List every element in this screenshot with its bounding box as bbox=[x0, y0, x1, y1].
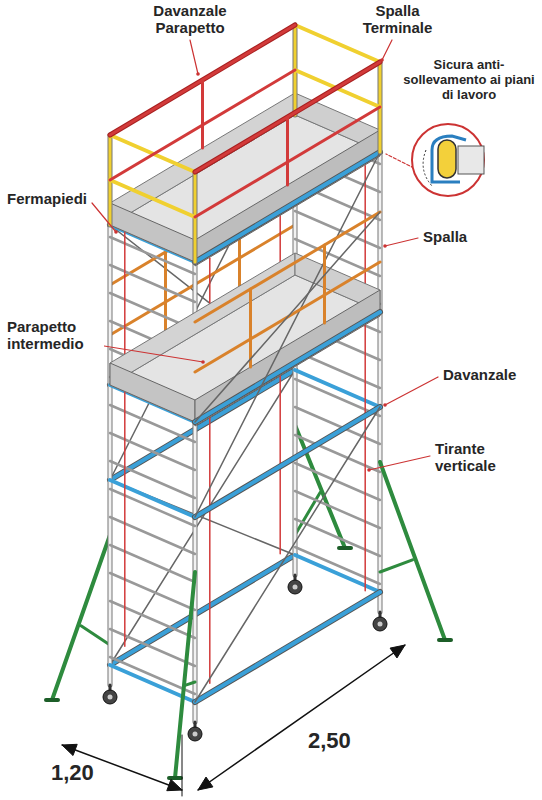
stabilizer-foot bbox=[339, 546, 351, 550]
part-label: Parapetto intermedio bbox=[4, 318, 104, 353]
davanzale-parapetto bbox=[110, 70, 295, 180]
leader-line bbox=[92, 203, 116, 232]
davanzale-rail bbox=[110, 555, 295, 665]
dimension-arrowhead bbox=[198, 777, 213, 790]
dimension-line bbox=[198, 645, 405, 790]
leader-line bbox=[98, 345, 203, 362]
stabilizer bbox=[185, 682, 195, 685]
intermediate-guardrail bbox=[323, 245, 326, 323]
leader-line bbox=[385, 377, 438, 405]
stabilizer bbox=[380, 560, 413, 572]
ladder-rung bbox=[110, 629, 195, 666]
leader-line bbox=[369, 456, 430, 470]
ladder-rung bbox=[110, 573, 195, 610]
ladder-rung bbox=[295, 547, 380, 584]
davanzale-parapetto bbox=[195, 107, 380, 217]
ladder-rung bbox=[110, 461, 195, 498]
callout-circle bbox=[412, 124, 484, 196]
ladder-rung bbox=[295, 211, 380, 248]
stabilizer bbox=[380, 462, 445, 640]
part-label: Spalla bbox=[420, 228, 470, 245]
diagonal-brace bbox=[195, 212, 380, 422]
davanzale-rail bbox=[295, 370, 380, 407]
wheel bbox=[188, 727, 202, 741]
leader-dot bbox=[383, 244, 387, 248]
leader-dot bbox=[380, 58, 384, 62]
ladder-rung bbox=[295, 463, 380, 500]
ladder-rung bbox=[110, 545, 195, 582]
wheel bbox=[288, 580, 302, 594]
part-label: Spalla Terminale bbox=[350, 2, 445, 37]
ladder-rung bbox=[295, 435, 380, 472]
wheel bbox=[103, 690, 117, 704]
detail-deck bbox=[458, 146, 484, 174]
diagonal-brace bbox=[195, 152, 380, 517]
leader-dot bbox=[201, 360, 205, 364]
detail-tube bbox=[438, 140, 456, 178]
stabilizer-foot bbox=[46, 698, 58, 702]
davanzale-rail bbox=[295, 555, 380, 592]
tirante-verticale bbox=[124, 221, 126, 646]
ladder-rung bbox=[110, 489, 195, 526]
stabilizer-foot bbox=[439, 638, 451, 642]
davanzale-rail bbox=[195, 592, 380, 702]
leader-dot bbox=[114, 230, 118, 234]
wheel-hub bbox=[108, 695, 113, 700]
part-label: 2,50 bbox=[305, 728, 354, 753]
dimension-extension bbox=[182, 735, 183, 796]
leader-line bbox=[190, 40, 198, 74]
part-label: Fermapiedi bbox=[4, 190, 90, 207]
ladder-rung bbox=[110, 265, 195, 302]
dimension-arrowhead bbox=[390, 645, 405, 658]
wheel-hub bbox=[193, 732, 198, 737]
davanzale-parapetto bbox=[286, 117, 289, 185]
part-label: Sicura anti-sollevamento ai piani di lav… bbox=[400, 58, 538, 103]
toeboard bbox=[110, 363, 195, 422]
leader-dot bbox=[196, 72, 200, 76]
davanzale-rail bbox=[195, 312, 380, 422]
leader-dot bbox=[367, 468, 371, 472]
dimension-arrowhead bbox=[167, 779, 182, 790]
wheel-hub bbox=[378, 622, 383, 627]
part-label: Davanzale bbox=[440, 366, 519, 383]
part-label: Tirante verticale bbox=[432, 440, 532, 475]
part-label: Davanzale Parapetto bbox=[140, 2, 240, 37]
spalla-terminale bbox=[110, 180, 195, 217]
detail-hook bbox=[432, 136, 466, 182]
part-label: 1,20 bbox=[48, 760, 97, 785]
diagonal-brace bbox=[110, 480, 295, 555]
stabilizer bbox=[175, 572, 195, 778]
ladder-rung bbox=[110, 517, 195, 554]
leader-line bbox=[385, 238, 418, 246]
ladder-rung bbox=[295, 519, 380, 556]
davanzale-rail bbox=[110, 555, 295, 665]
toeboard bbox=[195, 290, 380, 426]
stabilizer bbox=[52, 535, 110, 700]
leader-dot bbox=[383, 403, 387, 407]
davanzale-rail bbox=[195, 592, 380, 702]
intermediate-guardrail bbox=[249, 289, 252, 367]
davanzale-rail bbox=[110, 480, 195, 517]
davanzale-parapetto bbox=[201, 80, 204, 148]
ladder-rung bbox=[110, 433, 195, 470]
diagonal-brace bbox=[195, 407, 380, 702]
detail-motion bbox=[423, 150, 432, 186]
dimension-arrowhead bbox=[62, 744, 77, 755]
ladder-rung bbox=[295, 379, 380, 416]
ladder-rung bbox=[110, 601, 195, 638]
davanzale-rail bbox=[195, 312, 380, 422]
leader-line bbox=[382, 40, 392, 60]
callout-leader bbox=[386, 154, 414, 168]
intermediate-guardrail bbox=[195, 212, 380, 322]
wheel bbox=[373, 617, 387, 631]
stabilizer bbox=[81, 626, 110, 645]
wheel-hub bbox=[293, 585, 298, 590]
